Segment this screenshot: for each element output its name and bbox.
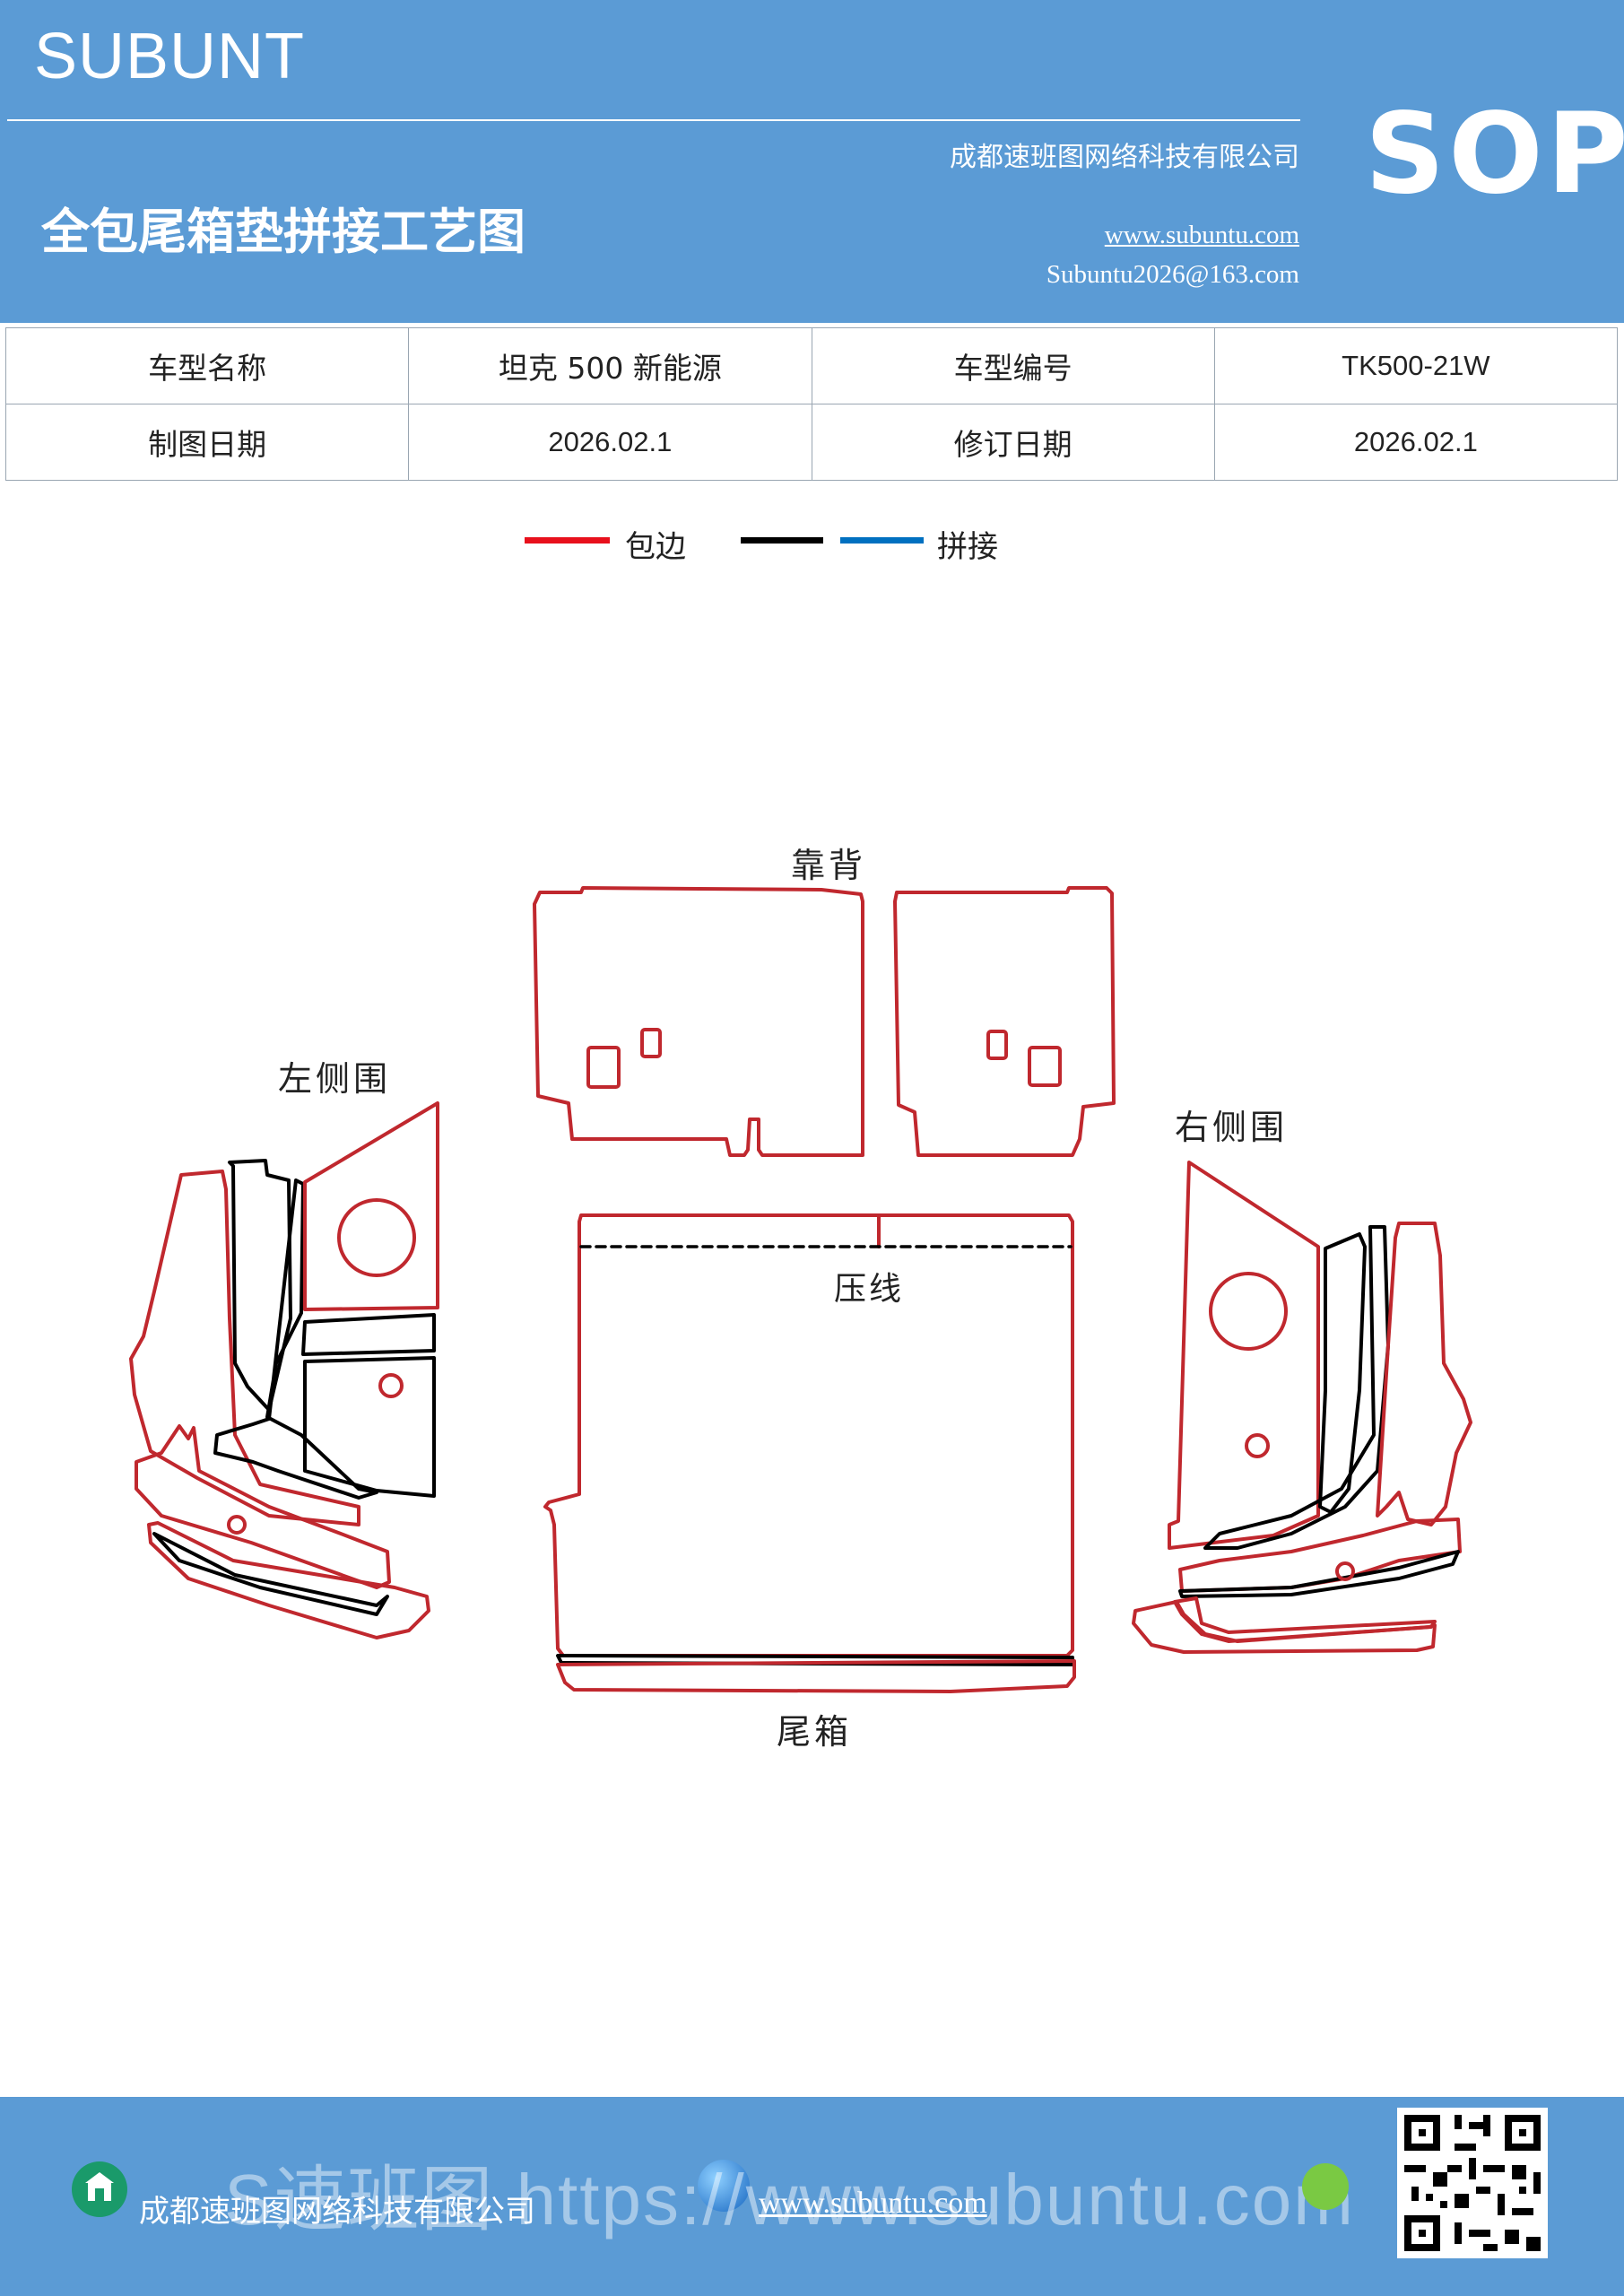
header-company: 成都速班图网络科技有限公司 [950,142,1299,173]
trunk-bottom-strip [556,1659,1076,1693]
header-divider [7,119,1300,121]
drawing-date-label: 制图日期 [4,404,410,481]
legend-black-swatch [741,537,823,544]
backrest-left-hole-small [640,1028,662,1058]
footer-watermark: S速班图 https://www.subuntu.com [224,2160,1355,2239]
right-side-strip-1 [1178,1518,1462,1593]
right-side-black-1 [1318,1232,1367,1514]
vehicle-info-table: 车型名称 坦克 500 新能源 车型编号 TK500-21W 制图日期 2026… [4,327,1619,481]
backrest-right-panel [893,886,1116,1157]
legend-edge-swatch [525,537,610,544]
footer-banner [0,2097,1624,2296]
globe-icon [698,2160,750,2212]
header-banner [0,0,1624,323]
right-side-strip-hole [1335,1561,1355,1581]
label-trunk: 尾箱 [777,1712,853,1752]
table-row: 车型名称 坦克 500 新能源 车型编号 TK500-21W [4,327,1619,404]
label-backrest: 靠背 [791,846,867,885]
left-side-outer [129,1170,360,1526]
header-website-link[interactable]: www.subuntu.com [1104,221,1299,249]
header-email[interactable]: Subuntu2026@163.com [1046,260,1299,289]
trunk-mat [543,1213,1074,1657]
left-side-black-2 [213,1178,378,1500]
qr-code[interactable] [1397,2108,1548,2258]
table-row: 制图日期 2026.02.1 修订日期 2026.02.1 [4,404,1619,481]
label-left-side: 左侧围 [278,1059,392,1099]
right-side-strip-3 [1132,1600,1437,1654]
backrest-left-hole-large [586,1046,621,1089]
footer-company: 成都速班图网络科技有限公司 [139,2194,535,2230]
right-side-strip-1-black [1178,1550,1460,1598]
left-side-upper-panel [303,1101,439,1311]
model-name-value: 坦克 500 新能源 [408,327,812,404]
model-code-value: TK500-21W [1213,327,1619,404]
right-side-upper-panel [1168,1161,1320,1550]
legend: 包边 拼接 [0,522,1624,576]
right-side-outer [1376,1222,1472,1526]
backrest-left-panel [533,886,864,1157]
legend-splice-swatch [840,537,924,544]
label-right-side: 右侧围 [1175,1108,1289,1147]
brand-name: SUBUNT [34,21,306,92]
drawing-date-value: 2026.02.1 [408,404,812,481]
left-side-strip-2-black [152,1532,389,1616]
left-side-black-1 [228,1159,292,1412]
legend-edge-label: 包边 [625,529,686,565]
left-side-strip-2 [147,1521,430,1639]
wechat-icon [1302,2163,1349,2210]
label-crease: 压线 [834,1271,905,1308]
model-name-label: 车型名称 [4,327,410,404]
left-side-small-hole [378,1373,404,1398]
footer-website-link[interactable]: www.subuntu.com [759,2187,987,2220]
left-side-mid-panel [301,1313,436,1356]
left-side-strip-1 [135,1424,391,1589]
model-code-label: 车型编号 [811,327,1215,404]
left-side-strip-hole [227,1515,247,1535]
revision-date-value: 2026.02.1 [1213,404,1619,481]
sop-badge: SOP [1365,90,1624,219]
revision-date-label: 修订日期 [811,404,1215,481]
left-side-round-hole [337,1198,416,1277]
document-title: 全包尾箱垫拼接工艺图 [41,204,525,260]
left-side-lower-panel [303,1356,436,1498]
right-side-round-hole [1209,1272,1288,1351]
right-side-small-hole [1245,1433,1270,1458]
legend-splice-label: 拼接 [937,529,998,565]
building-icon [72,2161,127,2217]
backrest-right-hole-small [986,1030,1008,1060]
backrest-right-hole-large [1028,1046,1062,1087]
